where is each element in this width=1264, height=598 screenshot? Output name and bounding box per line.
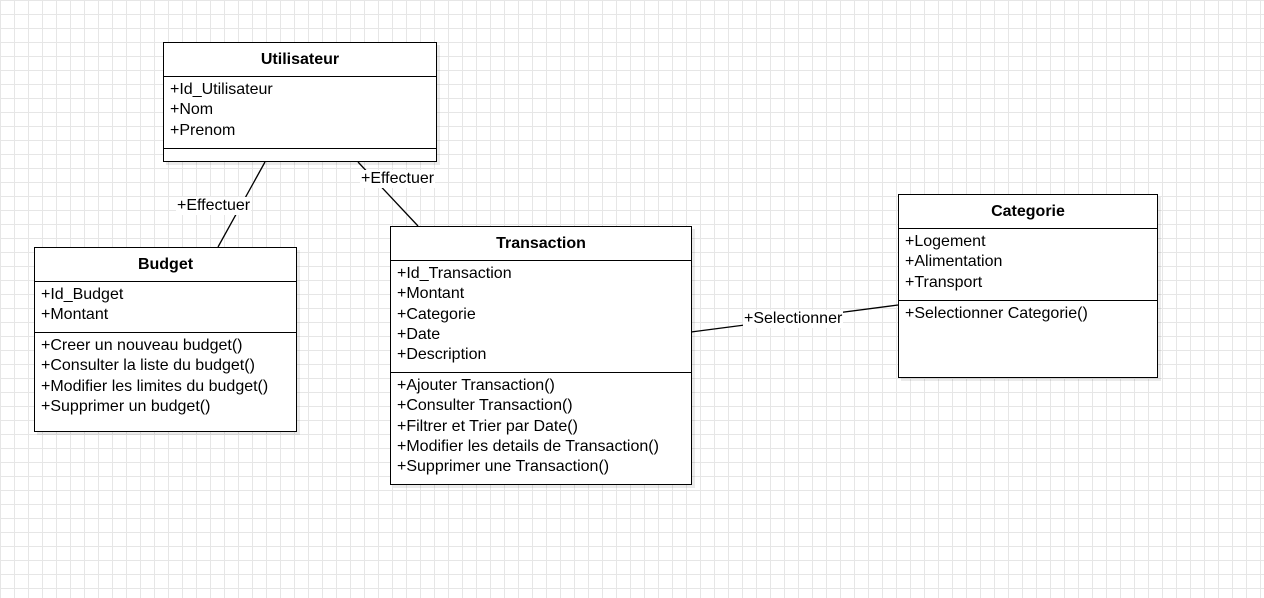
- class-transaction[interactable]: Transaction +Id_Transaction +Montant +Ca…: [390, 226, 692, 485]
- association-label-utilisateur-transaction: +Effectuer: [360, 170, 436, 188]
- attribute: +Montant: [41, 306, 109, 324]
- method: +Creer un nouveau budget(): [41, 337, 243, 354]
- method: +Modifier les details de Transaction(): [397, 437, 659, 455]
- attribute: +Logement: [905, 233, 986, 250]
- attribute: +Prenom: [170, 121, 236, 139]
- attribute: +Alimentation: [905, 253, 1003, 271]
- methods-section: +Ajouter Transaction() +Consulter Transa…: [391, 373, 691, 477]
- method: +Supprimer un budget(): [41, 397, 211, 415]
- attribute: +Date: [397, 325, 441, 343]
- method: +Modifier les limites du budget(): [41, 377, 269, 395]
- method: +Supprimer une Transaction(): [397, 458, 610, 476]
- class-utilisateur[interactable]: Utilisateur +Id_Utilisateur +Nom +Prenom: [163, 42, 437, 162]
- attribute: +Nom: [170, 101, 214, 119]
- method: +Ajouter Transaction(): [397, 377, 555, 394]
- attribute: +Id_Transaction: [397, 265, 512, 282]
- methods-section: [164, 149, 436, 152]
- class-name: Transaction: [391, 227, 691, 261]
- attribute: +Transport: [905, 273, 983, 291]
- attributes-section: +Logement +Alimentation +Transport: [899, 229, 1157, 301]
- attributes-section: +Id_Budget +Montant: [35, 282, 296, 333]
- class-name: Budget: [35, 248, 296, 282]
- attribute: +Categorie: [397, 305, 476, 323]
- methods-section: +Selectionner Categorie(): [899, 301, 1157, 324]
- attribute: +Id_Budget: [41, 286, 124, 303]
- association-label-utilisateur-budget: +Effectuer: [176, 197, 252, 215]
- attribute: +Description: [397, 346, 487, 364]
- class-budget[interactable]: Budget +Id_Budget +Montant +Creer un nou…: [34, 247, 297, 432]
- association-label-transaction-categorie: +Selectionner: [743, 310, 844, 328]
- attribute: +Montant: [397, 285, 465, 303]
- class-categorie[interactable]: Categorie +Logement +Alimentation +Trans…: [898, 194, 1158, 378]
- methods-section: +Creer un nouveau budget() +Consulter la…: [35, 333, 296, 417]
- method: +Consulter la liste du budget(): [41, 357, 255, 375]
- attribute: +Id_Utilisateur: [170, 81, 273, 98]
- method: +Consulter Transaction(): [397, 397, 573, 415]
- class-name: Utilisateur: [164, 43, 436, 77]
- attributes-section: +Id_Utilisateur +Nom +Prenom: [164, 77, 436, 149]
- attributes-section: +Id_Transaction +Montant +Categorie +Dat…: [391, 261, 691, 373]
- class-name: Categorie: [899, 195, 1157, 229]
- method: +Selectionner Categorie(): [905, 305, 1088, 322]
- method: +Filtrer et Trier par Date(): [397, 417, 578, 435]
